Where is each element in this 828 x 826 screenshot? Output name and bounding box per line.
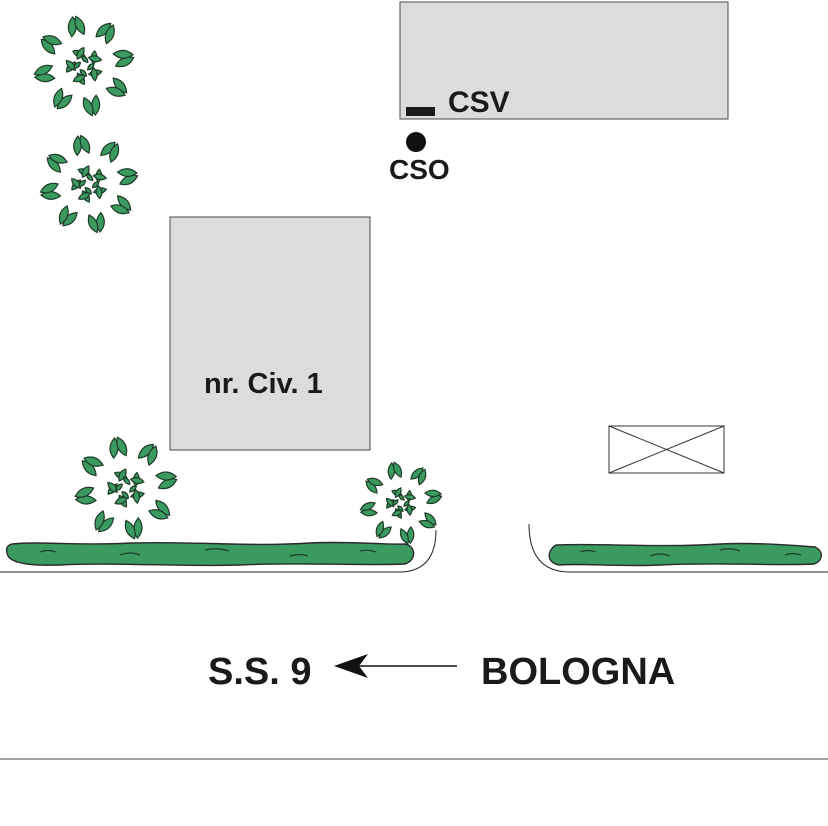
cso-valve-point-icon: [406, 132, 426, 152]
tree-icon: [74, 436, 178, 540]
csv-label: CSV: [448, 86, 510, 119]
arrow-left-icon: [334, 654, 457, 678]
building-label: nr. Civ. 1: [204, 368, 323, 400]
hedge-icon: [5, 541, 415, 567]
tree-icon: [33, 15, 135, 117]
crossed-box-icon: [608, 425, 725, 474]
road-label-east: BOLOGNA: [481, 651, 675, 693]
tree-icon: [359, 461, 443, 545]
building-top: [399, 1, 729, 120]
road-label-west: S.S. 9: [208, 651, 312, 693]
hedge-icon: [548, 542, 822, 567]
cso-label: CSO: [389, 154, 450, 185]
curb-east: [528, 523, 828, 573]
tree-icon: [39, 134, 139, 234]
curb-west: [0, 529, 437, 573]
building-civ-1: [169, 216, 371, 451]
csv-meter-box-icon: [406, 107, 435, 116]
